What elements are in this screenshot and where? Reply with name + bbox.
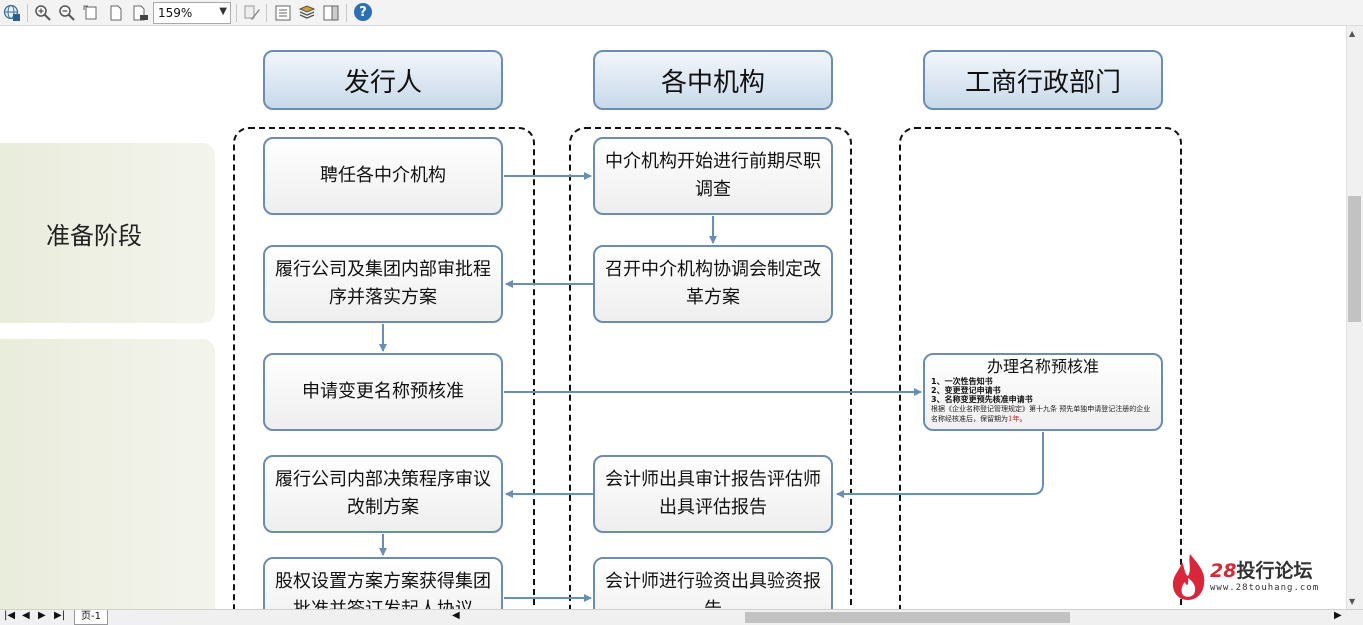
name-check-note-highlight: 1年	[1008, 415, 1020, 423]
chevron-down-icon: ▼	[219, 6, 227, 17]
globe-icon[interactable]	[2, 3, 22, 23]
toolbar-separator	[27, 4, 28, 22]
flow-box-capital-verification: 会计师进行验资出具验资报告	[593, 557, 833, 609]
toolbar-separator	[346, 4, 347, 22]
flow-box-internal-approval: 履行公司及集团内部审批程序并落实方案	[263, 245, 503, 323]
watermark-url: www.28touhang.com	[1210, 583, 1320, 593]
toolbar-separator	[266, 4, 267, 22]
layers-icon[interactable]	[297, 3, 317, 23]
scroll-right-icon[interactable]: ▶	[1334, 610, 1342, 621]
toolbar-separator	[236, 4, 237, 22]
flow-box-internal-decision: 履行公司内部决策程序审议改制方案	[263, 455, 503, 533]
page-width-icon[interactable]	[130, 3, 150, 23]
lane-issuer	[233, 127, 535, 609]
connector-namecheck-m3	[836, 432, 1044, 498]
prev-page-icon[interactable]: ◀	[22, 610, 30, 621]
flow-box-due-diligence: 中介机构开始进行前期尽职调查	[593, 137, 833, 215]
name-check-title: 办理名称预核准	[986, 357, 1099, 376]
watermark-number: 28	[1210, 560, 1237, 582]
help-icon[interactable]: ?	[354, 3, 372, 21]
flow-box-hire-intermediaries: 聘任各中介机构	[263, 137, 503, 215]
lane-admin	[899, 127, 1182, 609]
flow-box-audit-report: 会计师出具审计报告评估师出具评估报告	[593, 455, 833, 533]
lane-intermediaries	[569, 127, 852, 609]
zoom-value: 159%	[158, 6, 193, 20]
first-page-icon[interactable]: |◀	[4, 610, 16, 621]
phase-band-next	[0, 339, 215, 609]
scroll-left-icon[interactable]: ◀	[452, 610, 460, 621]
name-check-item: 2、变更登记申请书	[931, 386, 1001, 395]
scroll-down-icon[interactable]: ▼	[1349, 597, 1356, 606]
page-tab[interactable]: 页-1	[74, 610, 108, 625]
flow-box-equity-plan: 股权设置方案方案获得集团批准并签订发起人协议	[263, 557, 503, 609]
watermark-title: 28投行论坛	[1210, 556, 1312, 583]
panel-icon[interactable]	[321, 3, 341, 23]
flow-box-name-change-request: 申请变更名称预核准	[263, 353, 503, 431]
vertical-scroll-thumb[interactable]	[1348, 196, 1361, 322]
name-check-note-end: 。	[1019, 415, 1027, 423]
page-icon[interactable]	[106, 3, 126, 23]
flame-icon	[1172, 554, 1205, 600]
flow-box-name-pre-approval: 办理名称预核准 1、一次性告知书 2、变更登记申请书 3、名称变更预先核准申请书…	[923, 353, 1163, 431]
fit-page-icon[interactable]	[81, 3, 101, 23]
scroll-up-icon[interactable]: ▲	[1349, 29, 1356, 38]
edit-icon[interactable]	[242, 3, 262, 23]
phase-label-prep: 准备阶段	[46, 222, 142, 250]
list-icon[interactable]	[273, 3, 293, 23]
flow-box-coordination-meeting: 召开中介机构协调会制定改革方案	[593, 245, 833, 323]
name-check-note: 根据《企业名称登记管理规定》第十九条 预先单独申请登记注册的企业名称经核准后，保…	[931, 404, 1155, 424]
horizontal-scroll-thumb[interactable]	[745, 612, 1070, 623]
column-header-admin: 工商行政部门	[923, 50, 1163, 110]
column-header-issuer: 发行人	[263, 50, 503, 110]
toolbar: 159% ▼ ?	[0, 0, 1363, 26]
name-check-item: 1、一次性告知书	[931, 377, 993, 386]
zoom-in-icon[interactable]	[33, 3, 53, 23]
name-check-item: 3、名称变更预先核准申请书	[931, 395, 1033, 404]
name-check-note-text: 根据《企业名称登记管理规定》第十九条 预先单独申请登记注册的企业名称经核准后，保…	[931, 405, 1151, 423]
next-page-icon[interactable]: ▶	[38, 610, 46, 621]
column-header-intermediaries: 各中机构	[593, 50, 833, 110]
drawing-canvas[interactable]: 准备阶段 发行人 各中机构 工商行政部门 聘任各中介机构 履行公司及集团内部审批…	[0, 26, 1346, 609]
phase-band-prep: 准备阶段	[0, 143, 215, 323]
watermark-logo: 28投行论坛 www.28touhang.com	[1170, 552, 1342, 604]
last-page-icon[interactable]: ▶|	[54, 610, 66, 621]
watermark-name: 投行论坛	[1236, 560, 1313, 582]
bottom-bar	[0, 609, 1363, 625]
zoom-out-icon[interactable]	[57, 3, 77, 23]
zoom-select[interactable]: 159% ▼	[153, 2, 231, 24]
connector-layer	[379, 172, 1044, 602]
